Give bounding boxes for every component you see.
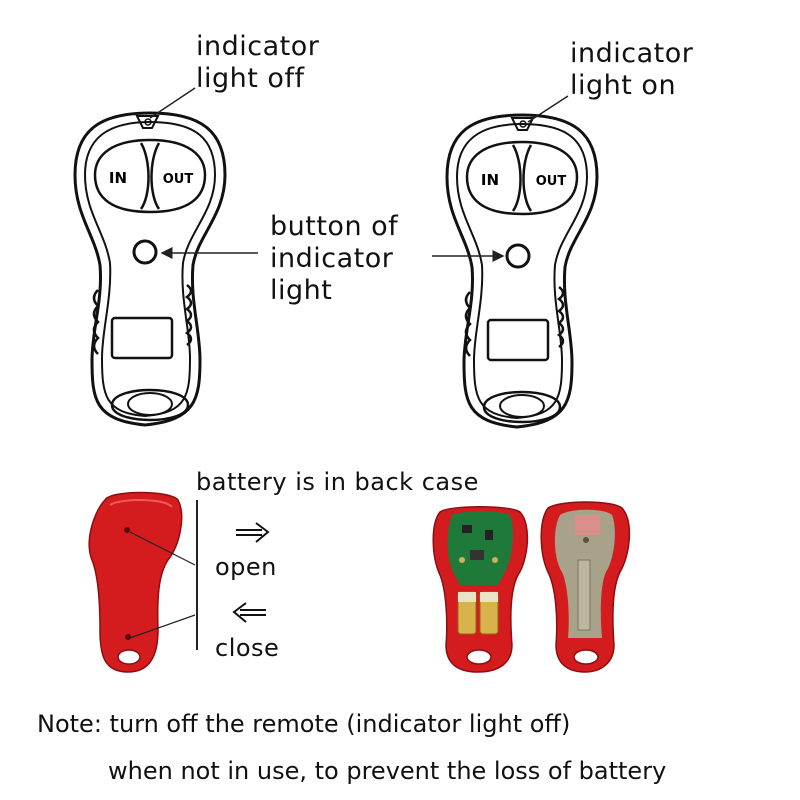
in-label-left: IN: [109, 169, 127, 187]
screw-leader-bottom: [129, 614, 196, 639]
indicator-button-left: [132, 239, 158, 265]
label-close: close: [215, 634, 280, 662]
leader-indicator-on: [527, 95, 569, 123]
label-indicator-off: indicator light off: [196, 31, 320, 94]
red-remote-back-photo: [88, 491, 183, 673]
open-remote-pcb-photo: [432, 506, 529, 673]
label-open: open: [215, 553, 277, 581]
arrow-right-icon: [236, 522, 270, 543]
in-label-right: IN: [481, 171, 499, 189]
indicator-button-right: [505, 243, 531, 269]
screw-leader-top: [129, 531, 196, 566]
leader-indicator-off: [149, 87, 196, 119]
out-label-left: OUT: [163, 172, 194, 187]
remote-indicator-on: [445, 113, 599, 429]
label-button-of-indicator: button of indicator light: [270, 211, 399, 306]
note-line-2: when not in use, to prevent the loss of …: [108, 757, 667, 785]
arrow-left-icon: [232, 602, 266, 623]
out-label-right: OUT: [536, 174, 567, 189]
back-case-interior-photo: [540, 501, 631, 673]
remote-indicator-off: [73, 111, 227, 427]
label-indicator-on: indicator light on: [570, 38, 694, 101]
label-battery-case: battery is in back case: [196, 468, 479, 496]
note-line-1: Note: turn off the remote (indicator lig…: [37, 710, 571, 738]
